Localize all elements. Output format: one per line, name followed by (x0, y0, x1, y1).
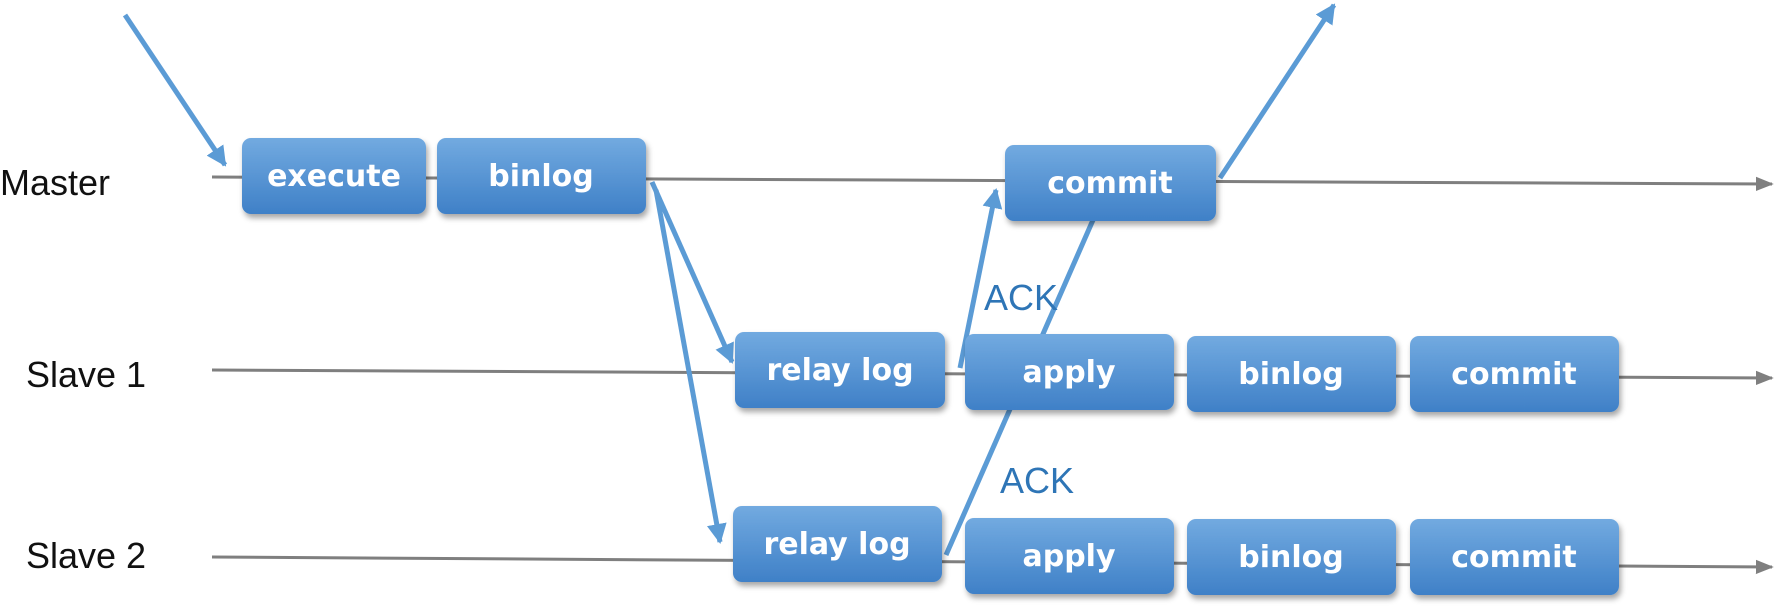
slave1-relay-log-label: relay log (766, 353, 913, 388)
master-commit-box: commit (1005, 145, 1216, 221)
ack-label-slave2: ACK (1000, 460, 1074, 501)
response-arrow (1217, 3, 1337, 180)
slave2-relay-log-box: relay log (733, 506, 942, 582)
slave1-commit-box: commit (1410, 336, 1619, 412)
master-execute-box: execute (242, 138, 426, 214)
master-execute-label: execute (267, 159, 401, 194)
master-commit-label: commit (1047, 166, 1173, 201)
incoming-request-arrow (122, 13, 228, 167)
slave2-commit-label: commit (1451, 540, 1577, 575)
lane-label-slave1: Slave 1 (26, 354, 146, 395)
lane-label-slave2: Slave 2 (26, 535, 146, 576)
slave1-commit-label: commit (1451, 357, 1577, 392)
ack-label-slave1: ACK (984, 277, 1058, 318)
slave1-relay-log-box: relay log (735, 332, 945, 408)
replicate-to-slave1-arrow (649, 180, 735, 364)
slave1-binlog-box: binlog (1187, 336, 1396, 412)
slave2-commit-box: commit (1410, 519, 1619, 595)
lane-label-master: Master (0, 162, 110, 203)
master-binlog-box: binlog (437, 138, 646, 214)
slave1-binlog-label: binlog (1238, 357, 1343, 392)
ack-slave1-arrow (957, 188, 1003, 369)
slave2-relay-log-label: relay log (763, 527, 910, 562)
slave1-apply-label: apply (1022, 355, 1115, 390)
slave2-binlog-label: binlog (1238, 540, 1343, 575)
slave2-binlog-box: binlog (1187, 519, 1396, 595)
replicate-to-slave2-arrow (653, 189, 727, 544)
slave1-apply-box: apply (965, 334, 1174, 410)
slave2-apply-box: apply (965, 518, 1174, 594)
master-binlog-label: binlog (488, 159, 593, 194)
slave2-apply-label: apply (1022, 539, 1115, 574)
